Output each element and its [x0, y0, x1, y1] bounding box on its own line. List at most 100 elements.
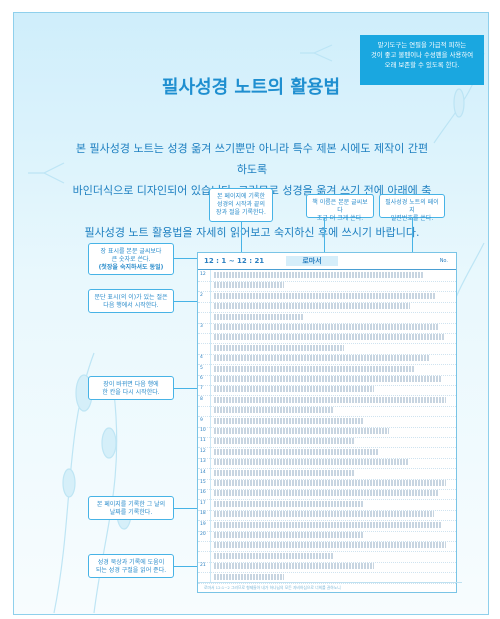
connector-line: [412, 218, 413, 252]
connector-line: [174, 566, 200, 567]
callout-text: 본 페이지에 기록한: [217, 193, 265, 200]
intro-line-3: 필사성경 노트 활용법을 자세히 읽어보고 숙지하신 후에 쓰시기 바랍니다.: [84, 226, 420, 239]
notebook-row: [198, 313, 456, 324]
verse-number: 19: [200, 521, 206, 527]
verse-number: 18: [200, 511, 206, 517]
handwritten-line: [214, 407, 334, 414]
handwritten-line: [214, 396, 446, 403]
verse-number: 10: [200, 428, 206, 433]
notebook-row: 3: [198, 323, 456, 334]
tip-line-1: 말기도구는 연필을 가급적 피하는: [377, 41, 467, 49]
callout-text: 되는 성경 구절을 읽어 준다.: [95, 567, 167, 574]
notebook-row: 4: [198, 354, 456, 366]
notebook-row: 12: [198, 448, 456, 459]
verse-number: 3: [200, 324, 203, 329]
page-number-label: No.: [439, 258, 448, 264]
callout-text: (첫장을 숙지하셔도 동일): [98, 264, 164, 271]
handwritten-line: [214, 365, 414, 372]
notebook-row: 13: [198, 458, 456, 470]
handwritten-line: [214, 521, 442, 528]
page-title: 필사성경 노트의 활용법: [161, 77, 341, 98]
notebook-row: 18: [198, 510, 456, 522]
notebook-row: 7: [198, 385, 456, 397]
callout-text: 필사성경 노트의 페이지: [385, 199, 439, 214]
verse-number: 6: [200, 376, 203, 381]
handwritten-line: [214, 428, 389, 434]
verse-number: 2: [200, 292, 203, 298]
connector-line: [174, 258, 200, 259]
callout-text: 큰 숫자로 쓴다.: [111, 256, 151, 263]
handwritten-line: [214, 490, 439, 497]
notebook-row: [198, 333, 456, 345]
handwritten-line: [214, 324, 438, 330]
chapter-verse-range: 12 : 1 ~ 12 : 21: [204, 257, 265, 265]
callout-meditation-verse: 성경 묵상과 기록에 도움이 되는 성경 구절을 읽어 준다.: [88, 554, 174, 578]
notebook-row: [198, 302, 456, 314]
callout-text: 문단 표시(의 이)가 있는 절은: [94, 294, 168, 301]
verse-number: 12: [200, 448, 206, 454]
verse-number: 7: [200, 386, 203, 392]
page: 말기도구는 연필을 가급적 피하는 것이 좋고 볼펜이나 수성펜을 사용하여 오…: [13, 12, 489, 615]
handwritten-line: [214, 448, 379, 455]
verse-number: 11: [200, 438, 206, 444]
verse-number: 13: [200, 459, 206, 465]
handwritten-line: [214, 469, 354, 476]
callout-text: 장과 절을 기록한다.: [216, 209, 266, 216]
callout-date: 본 페이지를 기록한 그 날의 날짜를 기록한다.: [88, 496, 174, 520]
callout-text: 성경 묵상과 기록에 도움이: [97, 559, 165, 566]
handwritten-line: [214, 480, 446, 486]
notebook-row: [198, 541, 456, 553]
verse-number: 4: [200, 355, 203, 361]
notebook-row: 21: [198, 562, 456, 574]
notebook-row: [198, 552, 456, 563]
handwritten-line: [214, 573, 284, 580]
handwritten-line: [214, 563, 374, 570]
verse-number: 21: [200, 563, 206, 569]
connector-line: [324, 218, 325, 252]
notebook-row: [198, 406, 456, 418]
notebook-row: 20: [198, 531, 456, 542]
connector-line: [174, 508, 200, 509]
callout-text: 본 페이지를 기록한 그 날의: [96, 501, 166, 508]
handwritten-line: [214, 272, 424, 278]
handwritten-line: [214, 344, 344, 351]
callout-chapter-number: 장 표시를 본문 글씨보다 큰 숫자로 쓴다. (첫장을 숙지하셔도 동일): [88, 243, 174, 275]
callout-book-name: 책 이름은 본문 글씨보다 조금 더 크게 쓴다.: [306, 194, 374, 222]
tip-line-3: 오래 보존할 수 있도록 한다.: [384, 61, 460, 69]
notebook-row: 17: [198, 500, 456, 511]
handwritten-line: [214, 417, 364, 424]
callout-text: 장 표시를 본문 글씨보다: [100, 248, 162, 255]
handwritten-line: [214, 542, 446, 549]
notebook-row: 14: [198, 469, 456, 480]
callout-text: 성경의 시작과 끝의: [217, 201, 265, 208]
notebook-row: 8: [198, 396, 456, 407]
verse-number: 5: [200, 365, 203, 371]
callout-new-chapter: 장이 바뀌면 다음 행에 한 칸을 다시 시작한다.: [88, 376, 174, 400]
notebook-row: [198, 573, 456, 584]
callout-text: 한 칸을 다시 시작한다.: [102, 389, 160, 396]
notebook-row: 9: [198, 417, 456, 428]
notebook-footer: 로마서 12:1~2 그러므로 형제들아 내가 하나님의 모든 자비하심으로 너…: [198, 582, 462, 592]
handwritten-line: [214, 500, 364, 507]
handwritten-line: [214, 438, 354, 445]
notebook-row: 2: [198, 292, 456, 303]
callout-chapter-verse-range: 본 페이지에 기록한 성경의 시작과 끝의 장과 절을 기록한다.: [209, 188, 273, 222]
handwritten-line: [214, 386, 374, 393]
tip-line-2: 것이 좋고 볼펜이나 수성펜을 사용하여: [370, 51, 474, 59]
verse-number: 15: [200, 480, 206, 485]
callout-paragraph-mark: 문단 표시(의 이)가 있는 절은 다음 행에서 시작한다.: [88, 289, 174, 313]
tip-box: 말기도구는 연필을 가급적 피하는 것이 좋고 볼펜이나 수성펜을 사용하여 오…: [360, 35, 484, 85]
handwritten-line: [214, 292, 436, 299]
connector-line: [174, 388, 200, 389]
verse-number: 12: [200, 272, 206, 277]
verse-number: 8: [200, 396, 203, 402]
handwritten-line: [214, 282, 284, 289]
notebook-row: 15: [198, 479, 456, 490]
callout-text: 조금 더 크게 쓴다.: [316, 215, 364, 222]
verse-number: 20: [200, 532, 206, 537]
notebook-row: 11: [198, 437, 456, 449]
callout-text: 다음 행에서 시작한다.: [103, 302, 159, 309]
handwritten-line: [214, 376, 442, 382]
intro-line-1: 본 필사성경 노트는 성경 옮겨 쓰기뿐만 아니라 특수 제본 시에도 제작이 …: [75, 142, 429, 176]
